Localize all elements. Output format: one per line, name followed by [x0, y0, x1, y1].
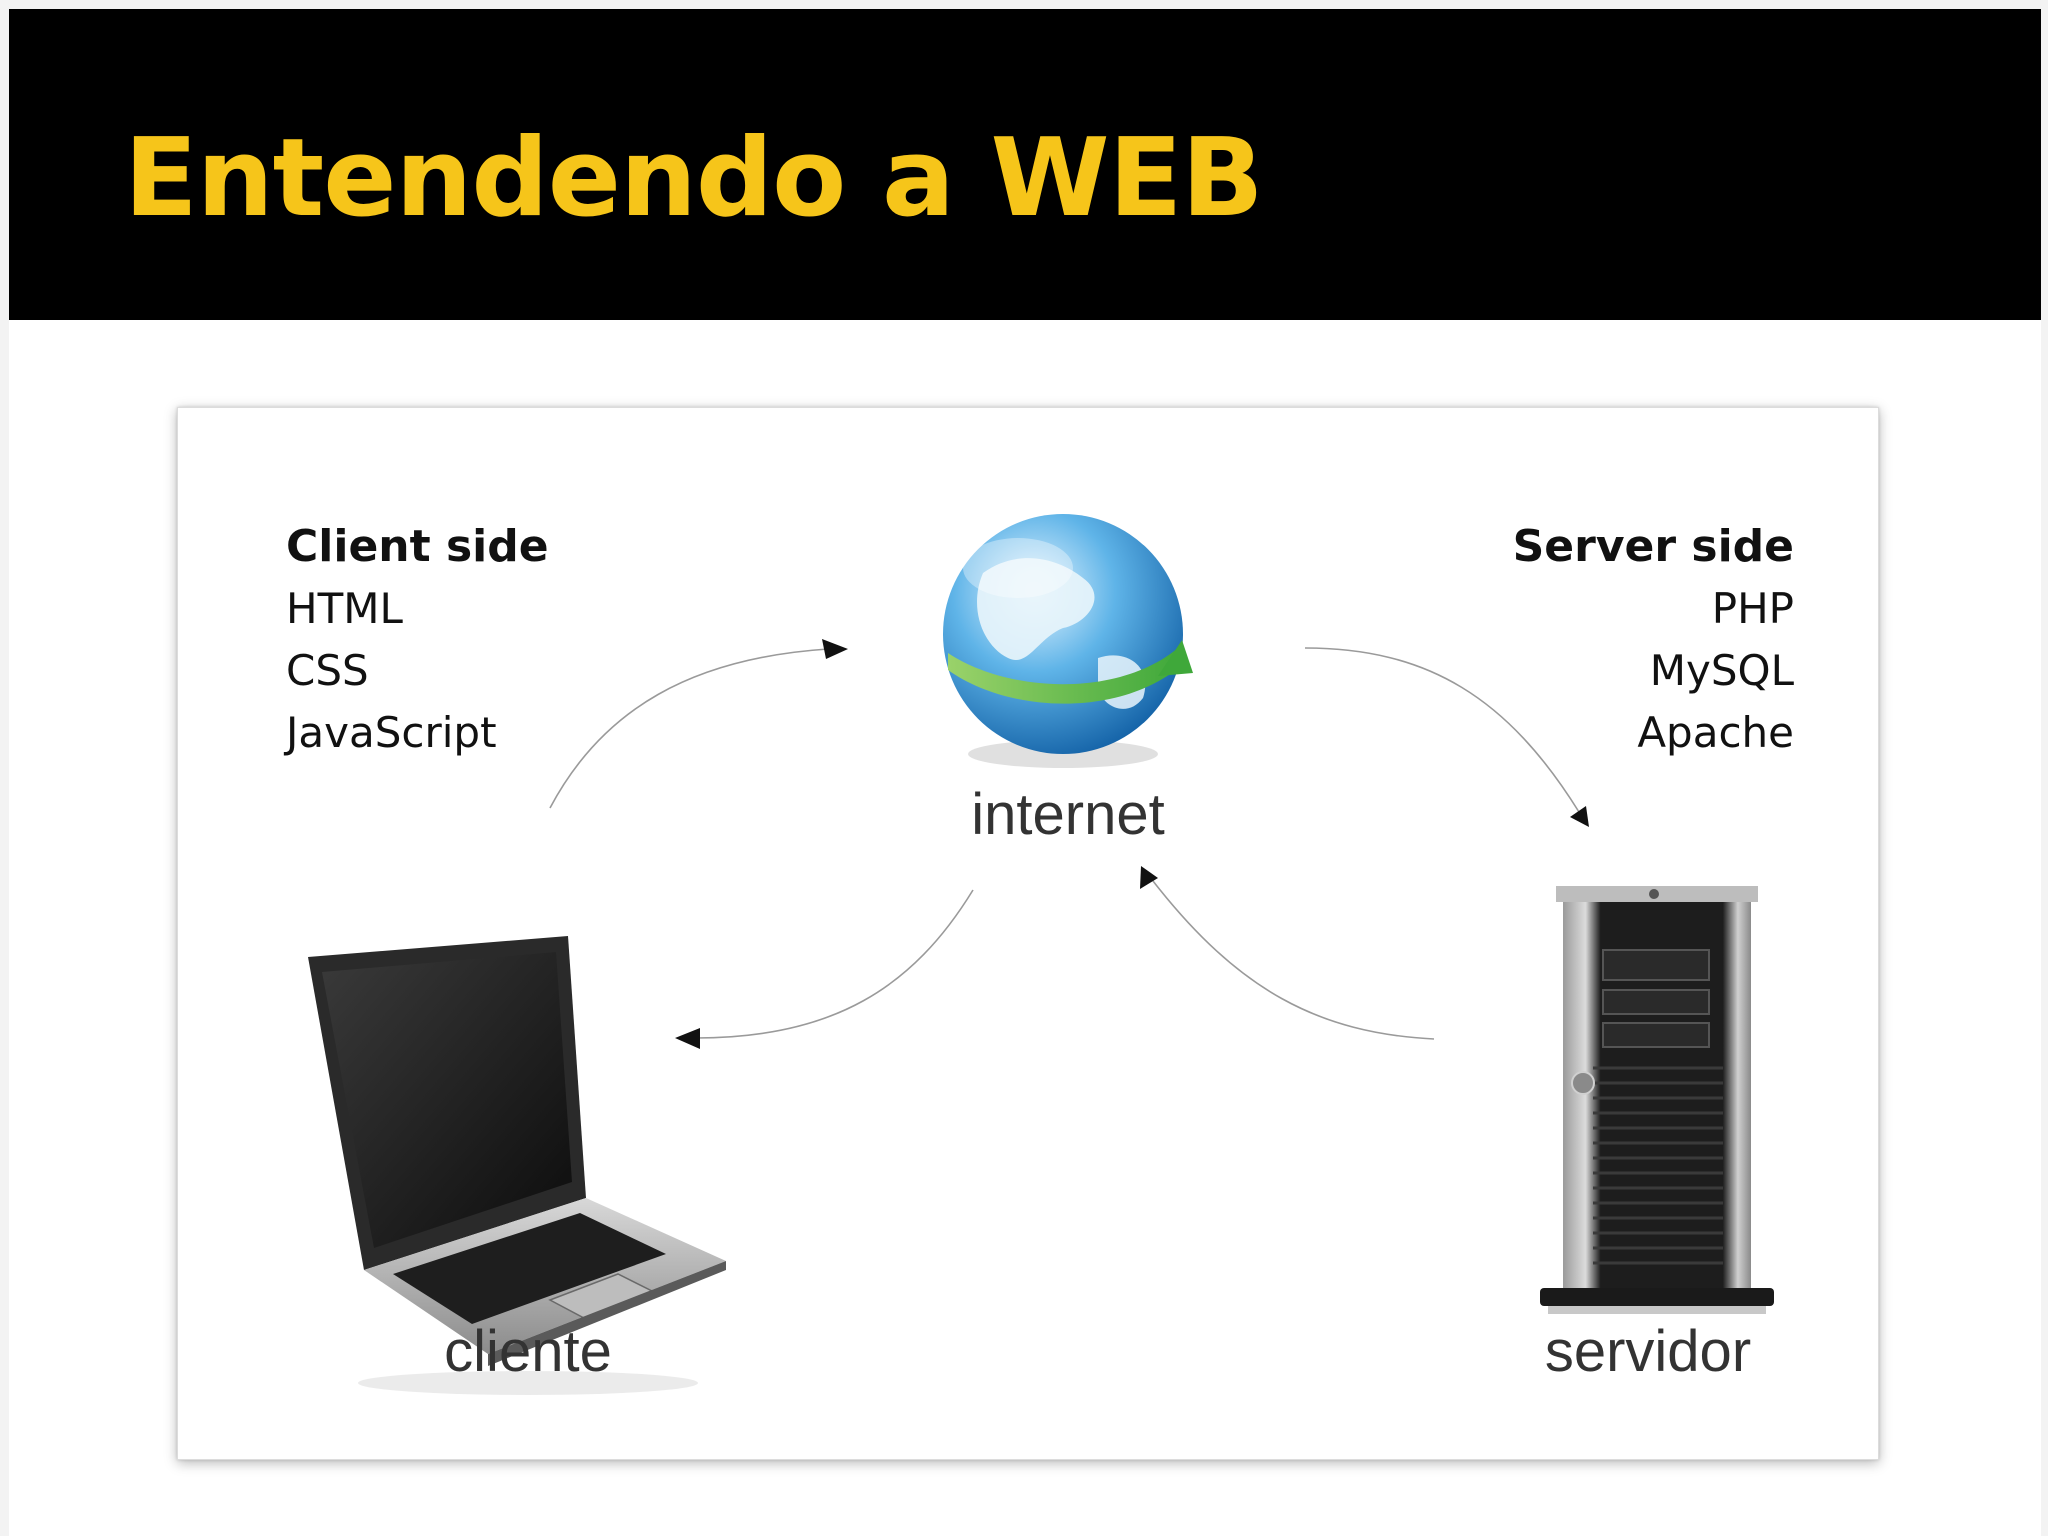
- server-side-heading: Server side: [1512, 521, 1794, 572]
- connection-arrows: [549, 647, 1580, 1040]
- diagram-frame: Client side HTML CSS JavaScript Server s…: [177, 407, 1879, 1460]
- arrowhead-cliente-in: [675, 1028, 700, 1049]
- laptop-icon: [308, 936, 726, 1395]
- server-tower-icon: [1540, 886, 1774, 1314]
- arrow-heads: [675, 639, 1589, 1049]
- arrowhead-internet-in: [822, 639, 848, 659]
- client-side-heading: Client side: [286, 521, 549, 572]
- server-tech-item: PHP: [1711, 584, 1794, 633]
- server-tech-item: MySQL: [1649, 646, 1794, 695]
- globe-icon: [943, 514, 1193, 768]
- server-side-list: Server side PHP MySQL Apache: [1513, 516, 1794, 764]
- diagram-canvas: [308, 514, 1774, 1395]
- client-tech-item: JavaScript: [286, 708, 497, 757]
- slide-title: Entendendo a WEB: [124, 116, 1264, 241]
- arrowhead-servidor-in: [1570, 806, 1589, 827]
- internet-label: internet: [971, 782, 1165, 847]
- arrow-cliente-to-internet: [549, 648, 829, 809]
- title-bar: Entendendo a WEB: [9, 9, 2041, 320]
- arrow-servidor-to-internet: [1152, 880, 1435, 1040]
- arrow-internet-to-servidor: [1304, 647, 1580, 813]
- slide: Entendendo a WEB: [9, 9, 2041, 1536]
- client-tech-item: CSS: [286, 646, 369, 695]
- client-tech-item: HTML: [286, 584, 403, 633]
- servidor-label: servidor: [1544, 1319, 1752, 1384]
- arrow-internet-to-cliente: [695, 889, 974, 1039]
- client-side-list: Client side HTML CSS JavaScript: [286, 516, 549, 764]
- server-tech-item: Apache: [1637, 708, 1794, 757]
- arrowhead-internet-return: [1140, 866, 1158, 889]
- cliente-label: cliente: [444, 1319, 612, 1384]
